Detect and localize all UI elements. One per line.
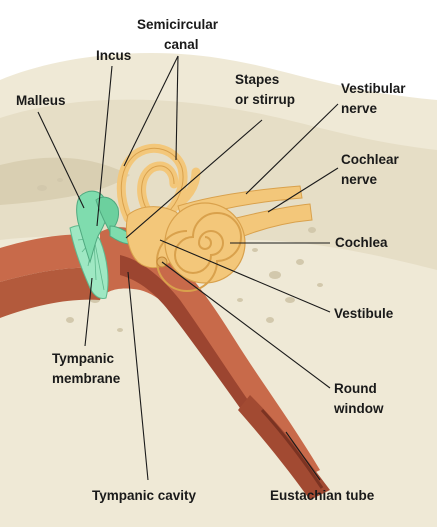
leader-semicircular-b: [175, 55, 179, 161]
label-stapes-2: or stirrup: [235, 92, 295, 107]
leader-vestibular-nerve: [245, 103, 339, 195]
label-stapes-1: Stapes: [235, 72, 279, 87]
tympanic-cavity-shadow: [120, 255, 255, 415]
leader-tympanic-membrane: [84, 277, 93, 347]
label-round-window-2: window: [333, 401, 384, 416]
leader-cochlear-nerve: [267, 167, 339, 213]
label-cochlear-1: Cochlear: [341, 152, 400, 167]
ear-canal-lower: [0, 267, 100, 318]
incus-bone: [95, 196, 119, 233]
label-vestibule: Vestibule: [334, 306, 394, 321]
leader-tympanic-cavity: [127, 271, 149, 481]
label-tympanic-membrane-1: Tympanic: [52, 351, 115, 366]
cochlea-spiral: [156, 212, 242, 292]
cochlear-nerve-shape: [227, 203, 313, 241]
label-incus: Incus: [96, 48, 131, 63]
eustachian-tube-shape: [238, 395, 330, 500]
label-semicircular-2: canal: [164, 37, 199, 52]
label-vestibular-2: nerve: [341, 101, 378, 116]
label-cochlear-2: nerve: [341, 172, 378, 187]
eustachian-tube-lumen: [260, 408, 324, 489]
label-malleus: Malleus: [16, 93, 66, 108]
label-semicircular-1: Semicircular: [137, 17, 219, 32]
label-cochlea: Cochlea: [335, 235, 388, 250]
leader-semicircular-a: [123, 55, 179, 167]
leader-eustachian-tube: [285, 431, 321, 481]
leader-lines: [37, 55, 339, 481]
leader-malleus: [37, 111, 85, 209]
label-round-window-1: Round: [334, 381, 377, 396]
leader-stapes: [125, 119, 263, 239]
label-tympanic-membrane-2: membrane: [52, 371, 121, 386]
leader-vestibule: [159, 239, 331, 313]
outer-skin-layer: [0, 157, 130, 205]
leader-round-window: [161, 261, 331, 389]
label-tympanic-cavity: Tympanic cavity: [92, 488, 197, 503]
leader-incus: [96, 65, 113, 227]
label-eustachian-tube: Eustachian tube: [270, 488, 375, 503]
label-vestibular-1: Vestibular: [341, 81, 406, 96]
